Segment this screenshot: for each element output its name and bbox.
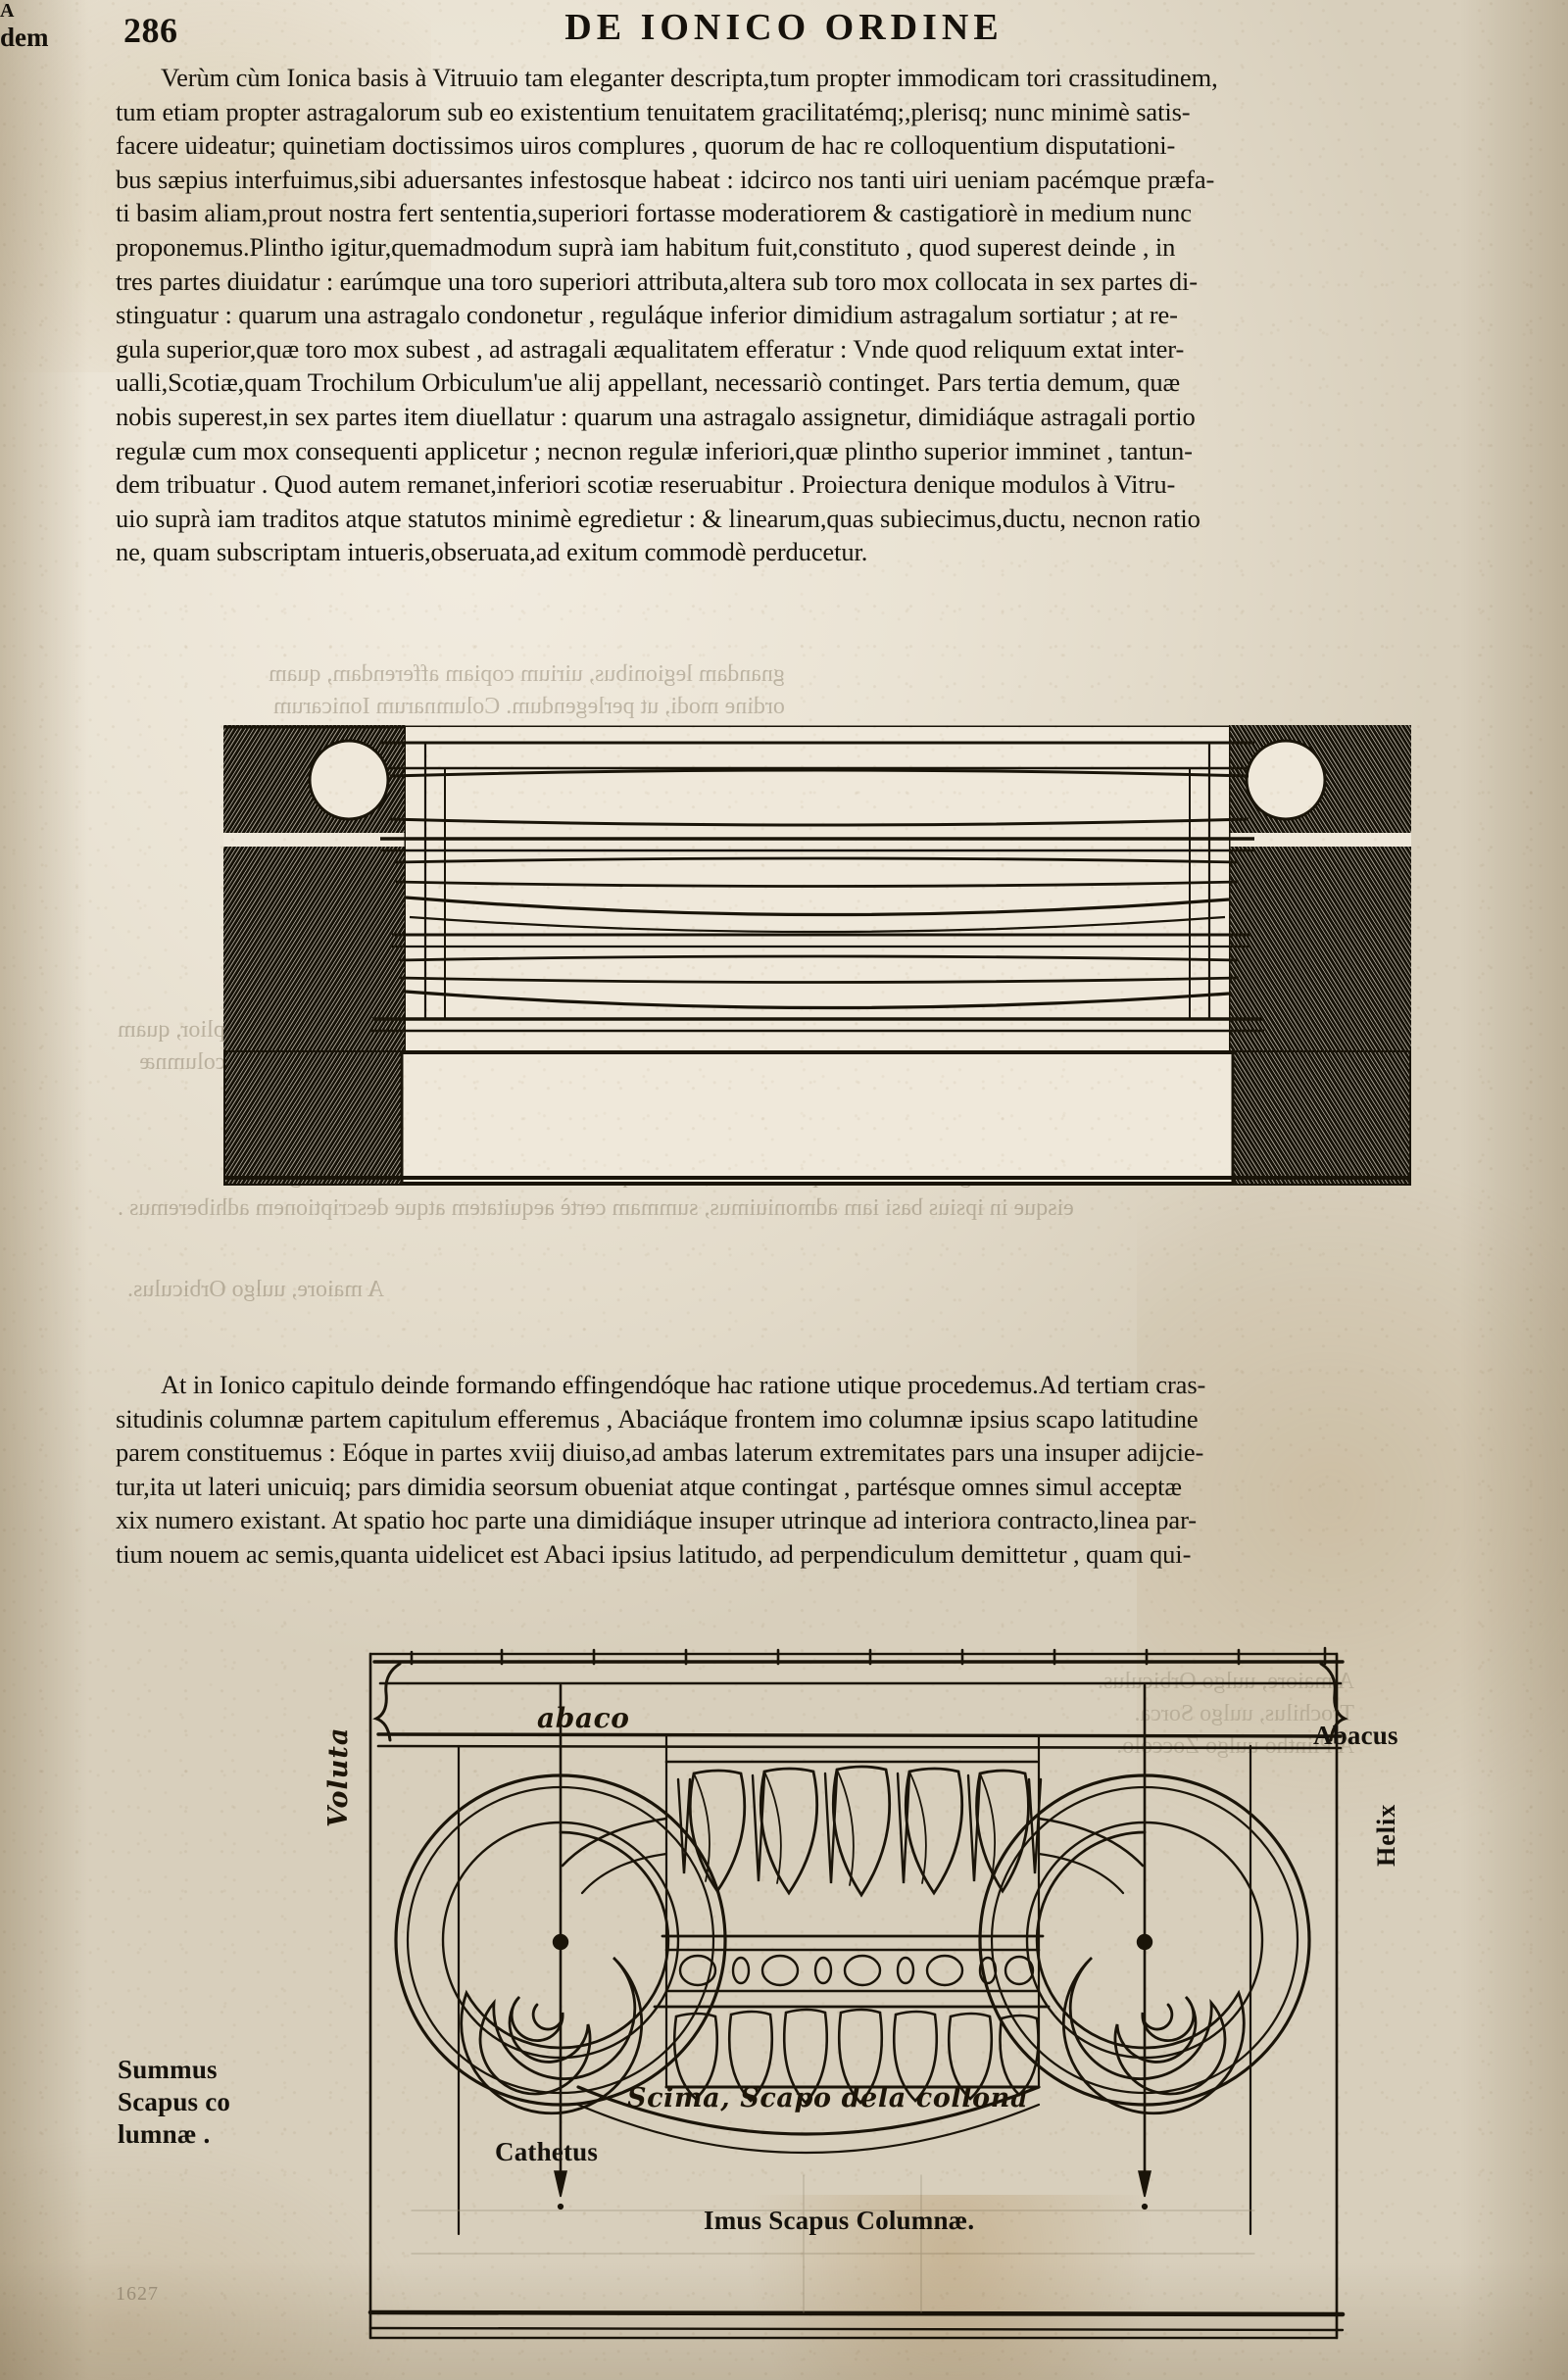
text-line: uio suprà iam traditos atque statutos mi…: [116, 503, 1200, 533]
showthrough-line: gnandam legionibus, uirium copiam affere…: [269, 661, 785, 687]
text-line: bus sæpius interfuimus,sibi aduersantes …: [116, 164, 1215, 194]
text-line: parem constituemus : Eóque in partes xvi…: [116, 1437, 1204, 1468]
base-moulding-profile: [370, 727, 1264, 1052]
text-line: dem tribuatur . Quod autem remanet,infer…: [116, 469, 1176, 500]
figure-ionic-capital: [118, 1627, 1490, 2352]
label-line: lumnæ .: [118, 2119, 211, 2149]
text-line: nobis superest,in sex partes item diuell…: [116, 401, 1196, 431]
text-line: tium nouem ac semis,quanta uidelicet est…: [116, 1538, 1192, 1569]
text-line: regulæ cum mox consequenti applicetur ; …: [116, 435, 1193, 465]
text-line: tum etiam propter astragalorum sub eo ex…: [116, 96, 1191, 126]
figure-ionic-base: [223, 725, 1411, 1186]
label-helix: Helix: [1372, 1803, 1400, 1867]
measuring-verticals: [457, 1734, 1252, 2236]
handwritten-annotation-abaco: abaco: [537, 1702, 630, 1734]
plate-base-line: [368, 2085, 1346, 2332]
abacus: [372, 1646, 1348, 1750]
text-line: stinguatur : quarum una astragalo condon…: [116, 300, 1178, 330]
text-line: situdinis columnæ partem capitulum effer…: [116, 1403, 1199, 1433]
showthrough-line: eisque in ipsius basi iam admoniuimus, s…: [118, 1195, 1074, 1221]
label-line: Summus: [118, 2055, 218, 2084]
text-line: proponemus.Plintho igitur,quemadmodum su…: [116, 231, 1176, 262]
paragraph-ionic-capital: At in Ionico capitulo deinde formando ef…: [116, 1368, 1425, 1572]
abacus-ticks: [410, 1646, 1327, 1666]
ionic-capital-woodcut: [368, 1646, 1348, 2340]
corner-reference-mark: A: [0, 0, 15, 22]
catchword: dem: [0, 23, 49, 52]
faint-library-stamp: 1627: [116, 2283, 159, 2305]
showthrough-line: ordine modi, ut perlegendum. Columnarum …: [272, 694, 785, 719]
astragal-bead-and-reel: [664, 1948, 1041, 1993]
paragraph-ionic-base: Verùm cùm Ionica basis à Vitruuio tam el…: [116, 61, 1425, 569]
base-shading-right: [1229, 725, 1411, 1052]
text-line: gula superior,quæ toro mox subest , ad a…: [116, 333, 1185, 364]
folio-number: 286: [123, 11, 178, 50]
text-line: tres partes diuidatur : earúmque una tor…: [116, 266, 1198, 296]
text-line: xix numero existant. At spatio hoc parte…: [116, 1505, 1197, 1535]
cathetus-plumb-lines: [553, 1683, 1152, 2210]
echinus-egg-and-dart: [661, 1760, 1045, 1938]
text-line: Verùm cùm Ionica basis à Vitruuio tam el…: [161, 63, 1218, 92]
page-edge-shadow-left: [0, 0, 88, 2380]
text-line: tur,ita ut lateri unicuiq; pars dimidia …: [116, 1471, 1183, 1501]
handwritten-annotation-scima: Scima, Scapo dela collona: [627, 2083, 1029, 2113]
text-line: ualli,Scotiæ,quam Trochilum Orbiculum'ue…: [116, 367, 1181, 398]
text-line: ti basim aliam,prout nostra fert sentent…: [116, 198, 1192, 228]
page-header: 286 DE IONICO ORDINE: [0, 6, 1568, 57]
showthrough-line: A maiore, uulgo Orbiculus.: [127, 1277, 384, 1302]
label-voluta: Voluta: [323, 1726, 354, 1827]
base-plinth: [223, 1050, 1411, 1186]
text-line: At in Ionico capitulo deinde formando ef…: [161, 1370, 1206, 1399]
label-abacus: Abacus: [1313, 1721, 1398, 1750]
base-shading-left: [223, 725, 406, 1052]
text-line: ne, quam subscriptam intueris,obseruata,…: [116, 537, 868, 567]
label-cathetus: Cathetus: [495, 2137, 599, 2166]
text-line: facere uideatur; quinetiam doctissimos u…: [116, 130, 1176, 161]
label-line: Scapus co: [118, 2087, 231, 2116]
showthrough-block-tail: A maiore, uulgo Orbiculus.: [127, 1274, 384, 1306]
label-summus-scapus-columnae: Summus Scapus co lumnæ .: [118, 2054, 230, 2151]
ionic-base-woodcut: [223, 725, 1411, 1186]
construction-frame: [368, 1652, 1339, 2340]
capital-lower-leaves: [576, 2005, 1051, 2155]
label-imus-scapus-columnae: Imus Scapus Columnæ.: [704, 2206, 975, 2235]
running-head: DE IONICO ORDINE: [564, 7, 1004, 48]
